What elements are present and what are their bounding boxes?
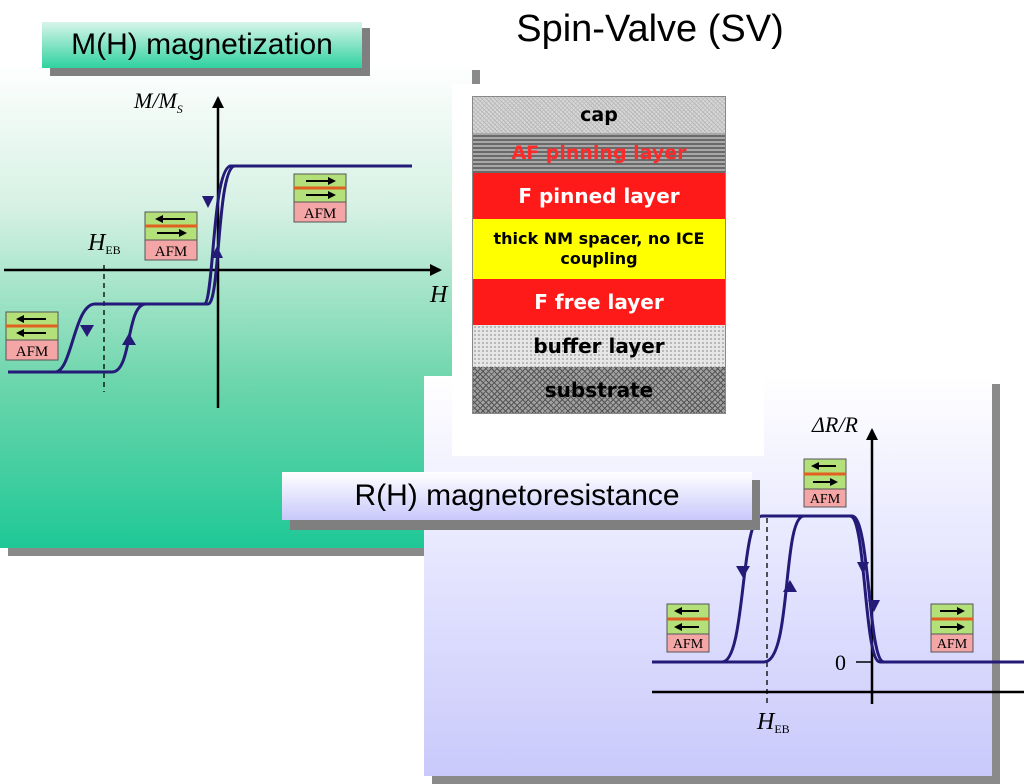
mh-curve-lower [8, 164, 236, 374]
rh-afm-icon-right: AFM [930, 603, 974, 653]
mh-plot: M/MS H HEB AFM AFM AFM [4, 88, 449, 408]
rh-heb-label: HEB [756, 709, 790, 736]
svg-text:AFM: AFM [673, 637, 704, 652]
svg-text:AFM: AFM [810, 492, 841, 507]
layer-f-pinned: F pinned layer [473, 173, 725, 219]
rh-arrow-up-mid [783, 580, 797, 592]
layer-nm-spacer: thick NM spacer, no ICE coupling [473, 219, 725, 279]
mh-panel [0, 62, 472, 548]
svg-text:AFM: AFM [937, 637, 968, 652]
rh-arrow-down-right [857, 562, 869, 574]
spin-valve-layer-stack: cap AF pinning layer F pinned layer thic… [472, 96, 726, 414]
mh-x-axis-label: H [429, 282, 449, 308]
svg-text:AFM: AFM [304, 206, 337, 222]
layer-substrate: substrate [473, 367, 725, 413]
rh-y-axis-label: ΔR/R [811, 412, 858, 437]
diagram-svg: M/MS H HEB AFM AFM AFM [4, 88, 1024, 736]
mh-arrow-down-left [80, 325, 94, 337]
rh-arrow-down-right-2 [868, 600, 880, 612]
mh-arrow-up-center [211, 246, 223, 258]
mh-arrow-down-center [202, 196, 214, 208]
rh-curve-inner [652, 514, 885, 664]
layer-buffer: buffer layer [473, 325, 725, 367]
rh-arrow-down-left [736, 566, 750, 578]
page-title: Spin-Valve (SV) [516, 8, 784, 50]
rh-afm-icon-left: AFM [666, 603, 710, 653]
mh-y-axis-label: M/MS [133, 88, 183, 116]
rh-panel-title: R(H) magnetoresistance [282, 472, 752, 520]
layer-af-pinning: AF pinning layer [473, 133, 725, 173]
layer-cap: cap [473, 97, 725, 133]
svg-text:AFM: AFM [16, 344, 49, 360]
rh-afm-icon-top: AFM [803, 458, 847, 508]
mh-arrow-up-mid [122, 333, 136, 345]
svg-text:AFM: AFM [155, 244, 188, 260]
mh-afm-icon-left: AFM [5, 311, 59, 361]
rh-zero-label: 0 [835, 650, 846, 675]
layer-f-free: F free layer [473, 279, 725, 325]
mh-heb-label: HEB [87, 230, 121, 257]
mh-afm-icon-mid: AFM [144, 211, 198, 261]
mh-panel-title: M(H) magnetization [42, 22, 362, 68]
mh-afm-icon-right: AFM [293, 173, 347, 223]
rh-plot: ΔR/R 0 HEB AFM AFM AFM [652, 412, 1024, 736]
